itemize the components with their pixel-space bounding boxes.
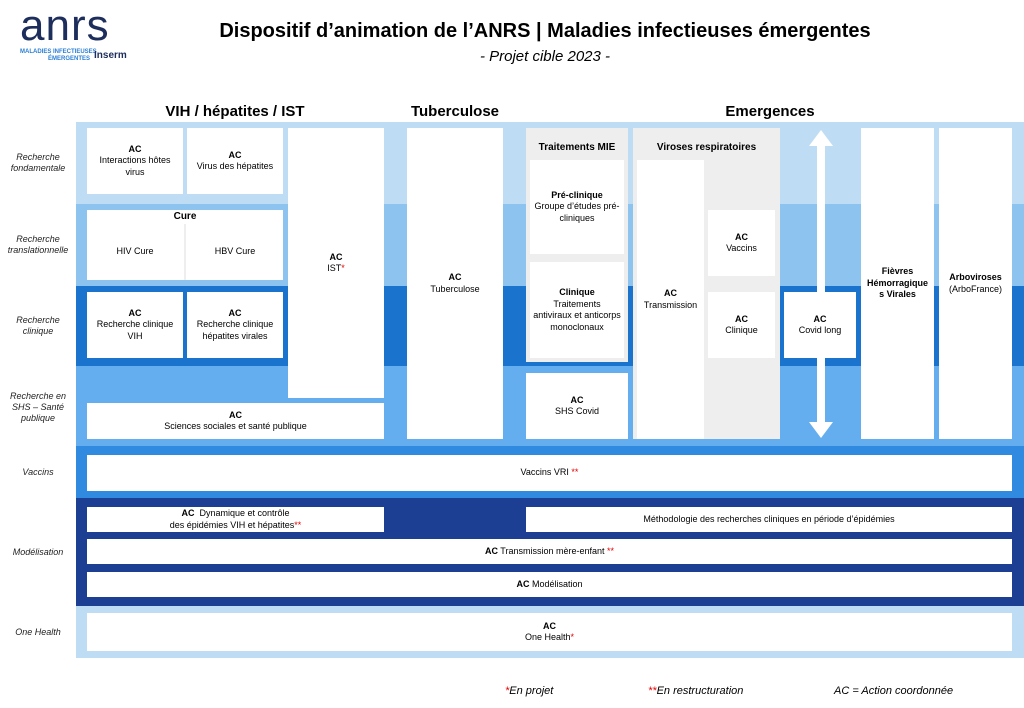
traitements-mie-title: Traitements MIE <box>538 142 616 153</box>
box-text: HBV Cure <box>214 246 256 257</box>
row-label-onehealth: One Health <box>15 626 61 637</box>
ac-label: AC <box>664 288 677 298</box>
row-label-vaccins: Vaccins <box>22 466 54 477</box>
box-text: One Health* <box>524 632 575 642</box>
box-text: Recherche clinique hépatites virales <box>196 319 274 341</box>
page-subtitle: - Projet cible 2023 - <box>479 48 611 65</box>
page-title: Dispositif d’animation de l’ANRS | Malad… <box>219 20 871 42</box>
box-text: AC Modélisation <box>516 578 583 589</box>
box-dynamique-controle: AC Dynamique et contrôle des épidémies V… <box>87 507 384 532</box>
ac-label: AC <box>570 394 584 405</box>
ac-label: AC <box>735 231 748 242</box>
box-vaccins-ac: AC Vaccins <box>708 210 775 276</box>
box-sciences-sociales: AC Sciences sociales et santé publique <box>87 403 384 439</box>
box-clinique-ac: AC Clinique <box>708 292 775 358</box>
cure-divider <box>184 224 186 280</box>
box-title: Pré-clinique <box>551 189 603 200</box>
box-text-2: des épidémies VIH et hépatites** <box>169 519 302 530</box>
logo-line1: MALADIES INFECTIEUSES <box>20 49 97 55</box>
box-vaccins-vri: Vaccins VRI ** <box>87 455 1012 491</box>
box-transmission-mere-enfant: AC Transmission mère-enfant ** <box>87 539 1012 564</box>
ac-label: AC <box>228 307 242 318</box>
box-text: IST* <box>327 263 345 273</box>
box-fievres-hemorragiques: Fièvres Hémorragique s Virales <box>861 128 934 439</box>
box-shs-covid: AC SHS Covid <box>526 373 628 439</box>
ac-label: AC <box>329 251 343 262</box>
box-preclinique: Pré-clinique Groupe d’études pré-cliniqu… <box>530 160 624 254</box>
box-interactions-hotes-virus: AC Interactions hôtes virus <box>87 128 183 194</box>
ac-label: AC <box>448 272 462 282</box>
row-label-shs: Recherche en SHS – Santé publique <box>9 390 67 423</box>
box-text: Vaccins <box>726 243 757 253</box>
box-modelisation: AC Modélisation <box>87 572 1012 597</box>
box-covid-long: AC Covid long <box>784 292 856 358</box>
box-text: Traitements antiviraux et anticorps mono… <box>533 298 621 332</box>
box-text: Vaccins VRI ** <box>520 467 579 478</box>
box-text: (ArboFrance) <box>948 283 1002 294</box>
box-text: Interactions hôtes virus <box>99 155 171 177</box>
box-ist: AC IST* <box>288 128 384 398</box>
box-hiv-cure: HIV Cure <box>87 224 183 280</box>
legend-en-projet: *En projet <box>505 685 554 697</box>
col-vih: VIH / hépatites / IST <box>165 103 305 120</box>
box-text: SHS Covid <box>554 406 599 416</box>
box-arboviroses: Arboviroses (ArboFrance) <box>939 128 1012 439</box>
box-recherche-clinique-vih: AC Recherche clinique VIH <box>87 292 183 358</box>
col-tuberculose: Tuberculose <box>410 103 500 120</box>
logo-partner: Inserm <box>94 50 127 61</box>
box-tuberculose: AC Tuberculose <box>407 128 503 439</box>
covid-long-arrow <box>809 130 833 438</box>
box-text: Covid long <box>798 325 842 335</box>
box-text: Méthodologie des recherches cliniques en… <box>643 513 895 524</box>
box-text-1: AC Dynamique et contrôle <box>181 508 290 518</box>
logo-line2: ÉMERGENTES <box>48 56 91 62</box>
legend-en-restructuration: **En restructuration <box>648 685 744 697</box>
box-text: Clinique <box>725 325 758 335</box>
box-title: Clinique <box>559 287 595 297</box>
box-text: Virus des hépatites <box>196 161 274 171</box>
logo-brand: anrs <box>20 1 110 50</box>
box-text: AC Transmission mère-enfant ** <box>484 545 615 556</box>
col-emergences: Emergences <box>725 103 815 120</box>
box-methodologie: Méthodologie des recherches cliniques en… <box>526 507 1012 532</box>
box-text: Sciences sociales et santé publique <box>164 421 307 431</box>
box-text: Groupe d’études pré-cliniques <box>534 201 620 223</box>
ac-label: AC <box>813 313 827 324</box>
box-text: HIV Cure <box>116 246 154 257</box>
row-label-modelisation: Modélisation <box>12 546 64 557</box>
box-virus-hepatites: AC Virus des hépatites <box>187 128 283 194</box>
ac-label: AC <box>543 620 556 631</box>
box-text: Transmission <box>643 299 698 310</box>
ac-label: AC <box>735 313 748 324</box>
row-label-fondamentale: Recherche fondamentale <box>10 152 66 173</box>
box-text: Recherche clinique VIH <box>96 319 174 341</box>
viroses-title: Viroses respiratoires <box>656 142 757 153</box>
box-text: Tuberculose <box>430 283 480 294</box>
ac-label: AC <box>229 409 242 420</box>
ac-label: AC <box>228 149 242 160</box>
box-one-health: AC One Health* <box>87 613 1012 651</box>
anrs-logo: anrs MALADIES INFECTIEUSES ÉMERGENTES In… <box>20 4 140 66</box>
box-recherche-clinique-hepatites: AC Recherche clinique hépatites virales <box>187 292 283 358</box>
box-title: Fièvres Hémorragique s Virales <box>866 266 928 300</box>
box-title: Arboviroses <box>949 272 1002 282</box>
box-hbv-cure: HBV Cure <box>187 224 283 280</box>
row-label-clinique: Recherche clinique <box>16 315 60 336</box>
box-clinique-mie: Clinique Traitements antiviraux et antic… <box>530 262 624 358</box>
legend-action-coordonnee: AC = Action coordonnée <box>834 685 954 697</box>
cure-title: Cure <box>173 211 197 222</box>
ac-label: AC <box>128 307 142 318</box>
box-transmission: AC Transmission <box>637 160 704 439</box>
ac-label: AC <box>128 143 142 154</box>
row-label-translationnelle: Recherche translationnelle <box>7 234 69 255</box>
